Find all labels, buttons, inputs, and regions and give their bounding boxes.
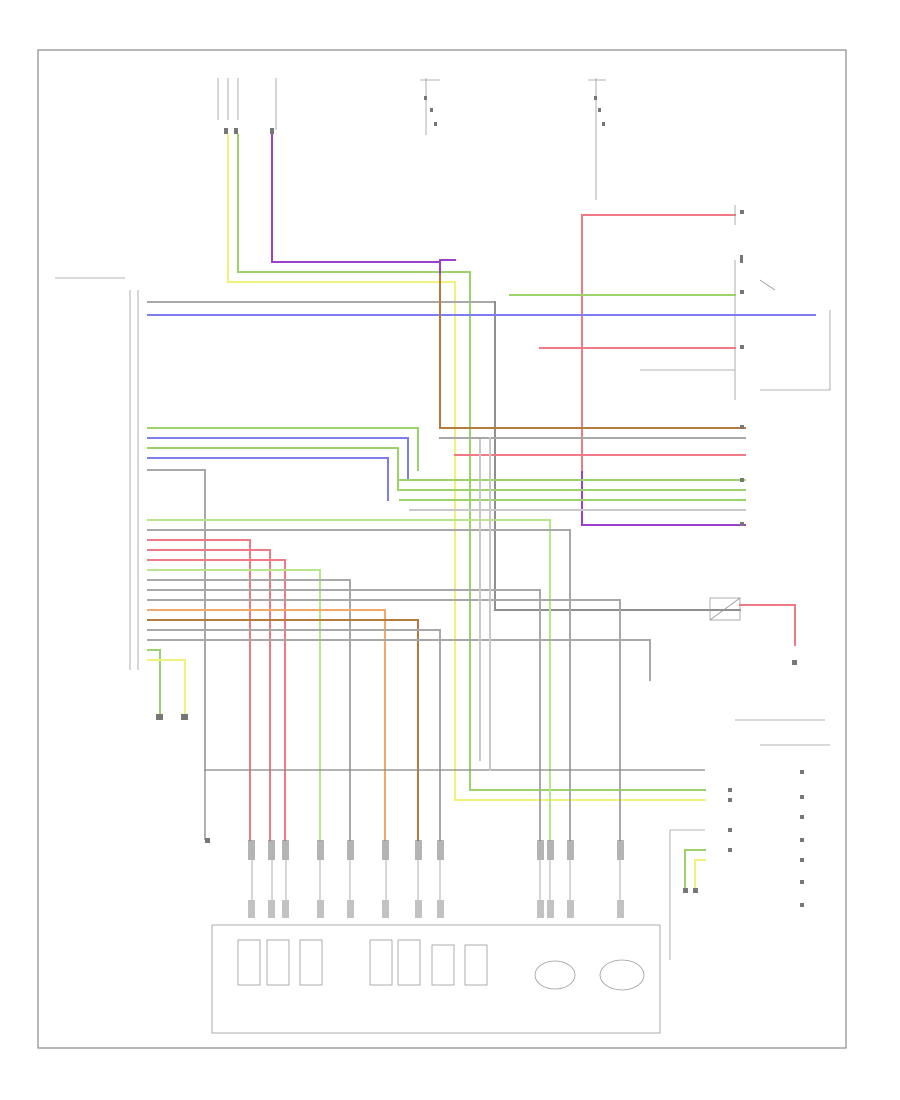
diagram-frame — [37, 49, 847, 1049]
top-middle-connector — [420, 78, 440, 135]
wire-pink-top-right — [581, 214, 736, 471]
top-left-connector — [217, 78, 277, 134]
wire-orange-right — [439, 274, 746, 429]
wire-green-mid2 — [147, 447, 399, 491]
wire-green-top — [237, 134, 706, 791]
wire-gray-mid — [147, 469, 206, 771]
ground-symbol-right-2 — [693, 888, 698, 893]
wire-brown-lower — [147, 619, 419, 841]
wire-green-gnd — [147, 649, 161, 716]
wire-blue-mid1 — [147, 437, 409, 481]
wire-gray-lower6 — [147, 639, 651, 681]
transmission-box — [211, 924, 661, 1034]
wire-pink-lower2 — [147, 549, 271, 841]
wire-gray-lower1 — [147, 529, 571, 841]
wire-pink-lower1 — [147, 539, 251, 841]
transmission-components — [237, 840, 645, 991]
ground-symbol-left — [205, 838, 210, 843]
wire-yellow-gnd-right — [694, 859, 706, 891]
wire-purple-bottom — [581, 469, 746, 526]
wire-green-gnd-right — [684, 849, 706, 891]
neutral-safety-switch — [734, 205, 831, 400]
wire-yellow-gnd — [147, 659, 186, 716]
vehicle-speed-sensor — [709, 597, 797, 665]
wire-purple-right — [439, 259, 456, 276]
wire-yellow-top — [227, 134, 706, 801]
wire-gray-lower4 — [147, 599, 621, 841]
wire-blue-mid2 — [147, 457, 389, 501]
wire-green-mid1 — [147, 427, 419, 471]
ecm-left-connector — [55, 277, 139, 670]
wire-pink-lower3 — [147, 559, 286, 841]
wire-green-lower1 — [147, 519, 551, 841]
ground-symbol-right-1 — [683, 888, 688, 893]
wire-gray-right-down — [669, 829, 705, 960]
wire-orange-lower — [147, 609, 386, 841]
wire-gray-lower5 — [147, 629, 441, 841]
wire-gray-lower2 — [147, 579, 351, 841]
wire-green-lower2 — [147, 569, 321, 841]
top-right-connector — [588, 78, 606, 200]
wire-gray-lower3 — [147, 589, 541, 841]
right-pin-column — [728, 210, 830, 907]
wire-gray-v1 — [494, 301, 741, 611]
wire-purple-top — [271, 134, 441, 276]
